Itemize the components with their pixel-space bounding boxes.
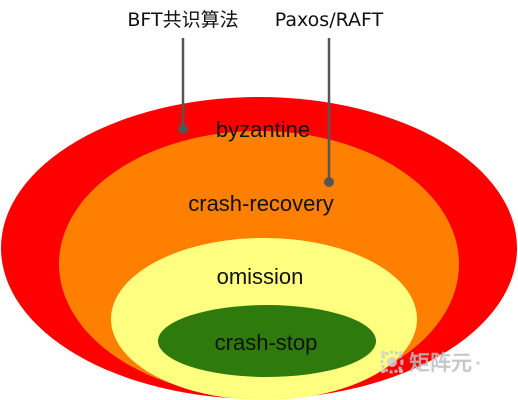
crash-recovery-label: crash-recovery	[188, 191, 333, 216]
watermark-logo: 矩阵元	[380, 350, 480, 375]
watermark-text: 矩阵元	[409, 350, 472, 375]
byzantine-label: byzantine	[216, 117, 310, 142]
crash-stop-region	[158, 305, 376, 377]
bft-consensus-label: BFT共识算法	[127, 9, 238, 31]
paxos-raft-label: Paxos/RAFT	[275, 9, 384, 31]
watermark-dot	[476, 361, 480, 365]
crash-stop-label: crash-stop	[215, 330, 318, 355]
gear-flower-icon	[380, 350, 404, 374]
paxos-pointer-dot	[324, 177, 334, 187]
bft-pointer-dot	[178, 124, 188, 134]
omission-label: omission	[217, 264, 304, 289]
